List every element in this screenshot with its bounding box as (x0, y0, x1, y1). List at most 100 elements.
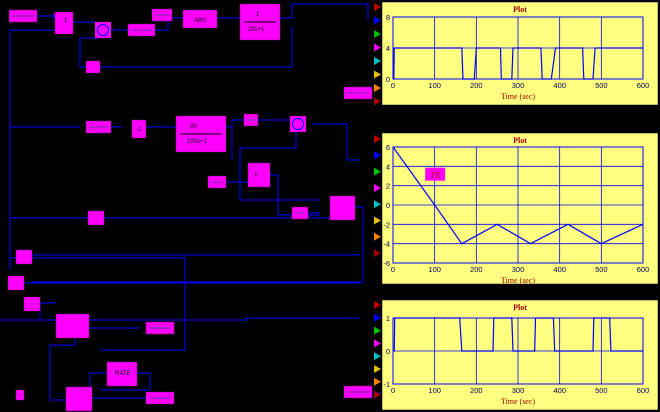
rate-block-body (106, 361, 138, 387)
saturation-block[interactable] (247, 162, 271, 188)
mux-block-2[interactable] (87, 210, 105, 226)
plot2-annotation: TR (425, 167, 446, 181)
wire-9 (79, 37, 100, 68)
plot2-series-line-1 (392, 146, 644, 245)
scope1-input-port-2[interactable] (374, 16, 381, 25)
scope3-input-port-2[interactable] (374, 313, 381, 322)
abs-block[interactable] (182, 9, 218, 29)
mux-block-4[interactable] (7, 275, 25, 291)
tf2-num-label: 20 (190, 124, 197, 130)
plot1-xtick-6: 600 (637, 81, 650, 90)
plot2-ytick-1: 4 (386, 162, 390, 171)
source-block-3[interactable] (207, 175, 227, 189)
mux-block-4-body (7, 275, 25, 291)
scope1-input-port-5[interactable] (374, 57, 381, 65)
plot3-ytick-2: -1 (383, 380, 390, 389)
scope2-input-port-1[interactable] (374, 135, 381, 143)
plot3-title: Plot (513, 303, 527, 312)
scope2-input-port-5[interactable] (374, 200, 381, 209)
plot2-ytick-6: -6 (383, 259, 390, 268)
scope1-input-port-4[interactable] (374, 43, 381, 52)
plot3-xtick-4: 400 (553, 386, 566, 395)
plot1-xtick-1: 100 (428, 81, 441, 90)
scope2-input-port-4[interactable] (374, 183, 381, 192)
abs-label: ABS (194, 18, 206, 24)
wire-7 (280, 3, 369, 20)
source-block-2[interactable] (85, 120, 112, 134)
scope1-input-port-8[interactable] (374, 97, 381, 106)
mux-block-2-body (87, 210, 105, 226)
scope1-input-port-3[interactable] (374, 30, 381, 38)
plot2-xtick-6: 600 (637, 265, 650, 274)
source-block-5[interactable] (15, 389, 25, 401)
wire-8 (100, 26, 293, 68)
plot3-xtick-2: 200 (470, 386, 483, 395)
plot2-xtick-3: 300 (512, 265, 525, 274)
gain-block[interactable] (54, 11, 74, 35)
plot2-title: Plot (513, 136, 527, 145)
plot2-frame (381, 132, 659, 285)
plot3-xtick-0: 0 (391, 386, 395, 395)
plot2-xlabel: Time (sec) (501, 276, 535, 285)
mux-block-5-body (23, 296, 41, 312)
plot1-xtick-5: 500 (595, 81, 608, 90)
logic-block-1[interactable] (55, 313, 90, 339)
const-block-1[interactable] (127, 23, 156, 37)
scope3-input-port-3[interactable] (374, 326, 381, 335)
wire-19 (240, 130, 297, 149)
source-block-4[interactable] (291, 206, 309, 220)
display-block-1[interactable] (151, 8, 173, 22)
scope2-input-port-2[interactable] (374, 151, 381, 160)
plot2-annotation-bg (425, 167, 446, 181)
plot2-xtick-0: 0 (391, 265, 395, 274)
wire-39 (100, 372, 151, 391)
scope2-input-port-7[interactable] (374, 232, 381, 241)
logic-block-2[interactable] (65, 386, 93, 412)
sum-block-2[interactable] (290, 116, 306, 132)
source-block-1[interactable] (8, 9, 38, 23)
scope3-input-port-7[interactable] (374, 377, 381, 386)
mux-block-5[interactable] (23, 296, 41, 312)
source-block-7[interactable] (343, 385, 373, 399)
mux-block-3[interactable] (15, 249, 33, 265)
plot2-xtick-5: 500 (595, 265, 608, 274)
tf1-den-label: 20s+1 (248, 27, 265, 33)
plot3-xtick-6: 600 (637, 386, 650, 395)
scope3-input-port-6[interactable] (374, 365, 381, 373)
product-block[interactable] (329, 195, 356, 221)
scope1-input-port-6[interactable] (374, 70, 381, 79)
scope2-input-port-3[interactable] (374, 167, 381, 176)
display-block-3[interactable] (145, 391, 175, 405)
sum-block-1[interactable] (95, 22, 111, 38)
source-block-6[interactable] (343, 86, 373, 100)
tf1-num-label: 1 (256, 12, 260, 18)
scope2-input-port-8[interactable] (374, 249, 381, 258)
plot1-xtick-3: 300 (512, 81, 525, 90)
plot1-xlabel: Time (sec) (501, 92, 535, 101)
plot2-ytick-0: 6 (386, 143, 390, 152)
scope3-input-port-1[interactable] (374, 301, 381, 309)
const-block-2[interactable] (243, 113, 259, 127)
gain-label: 1 (64, 18, 68, 24)
plot1-ytick-1: 4 (386, 44, 390, 53)
display-block-2[interactable] (145, 321, 175, 335)
scope3-input-port-8[interactable] (374, 390, 381, 399)
plot1-title: Plot (513, 5, 527, 14)
scope1-input-port-7[interactable] (374, 84, 381, 92)
plot1-series-line-1 (393, 47, 643, 80)
plot2-ytick-2: 2 (386, 182, 390, 191)
wire-22 (239, 148, 320, 201)
wire-20 (312, 123, 360, 161)
gain2-block[interactable] (131, 119, 147, 139)
scope3-input-port-5[interactable] (374, 352, 381, 361)
mux-block-1[interactable] (85, 60, 101, 74)
plot2-xtick-2: 200 (470, 265, 483, 274)
scope2-input-port-6[interactable] (374, 216, 381, 225)
scope3-input-port-4[interactable] (374, 339, 381, 348)
scope1-input-port-1[interactable] (374, 3, 381, 11)
rate-block[interactable] (106, 361, 138, 387)
